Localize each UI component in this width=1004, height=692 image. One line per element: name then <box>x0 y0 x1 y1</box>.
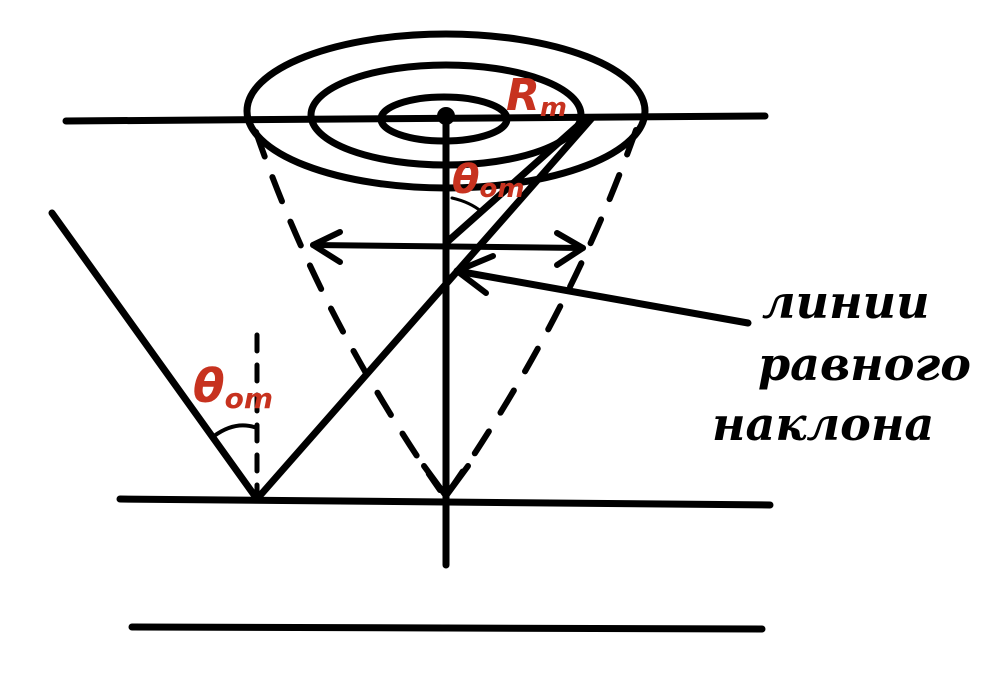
double-arrow-right-head <box>554 230 586 268</box>
bottom-surface-line <box>128 623 766 633</box>
caption-pointer-head <box>454 253 496 296</box>
caption-line-1: линии <box>762 275 930 329</box>
top-surface-line <box>62 112 769 125</box>
angle-arc-top <box>450 196 484 214</box>
cone-left-dashed <box>253 129 443 493</box>
caption-line-2: равного <box>758 337 971 391</box>
angle-top-label: θom <box>452 157 524 204</box>
radius-label: Rm <box>506 70 567 123</box>
angle-left-label: θom <box>193 359 273 415</box>
angle-arc-left <box>212 423 259 438</box>
reflected-ray <box>253 114 596 503</box>
incident-ray <box>48 209 261 503</box>
radius-ray <box>442 117 587 247</box>
cone-right-dashed <box>447 127 639 493</box>
caption-line-3: наклона <box>712 397 934 451</box>
caption-pointer <box>453 267 752 327</box>
double-arrow-left-head <box>310 229 343 265</box>
width-double-arrow <box>310 242 586 251</box>
